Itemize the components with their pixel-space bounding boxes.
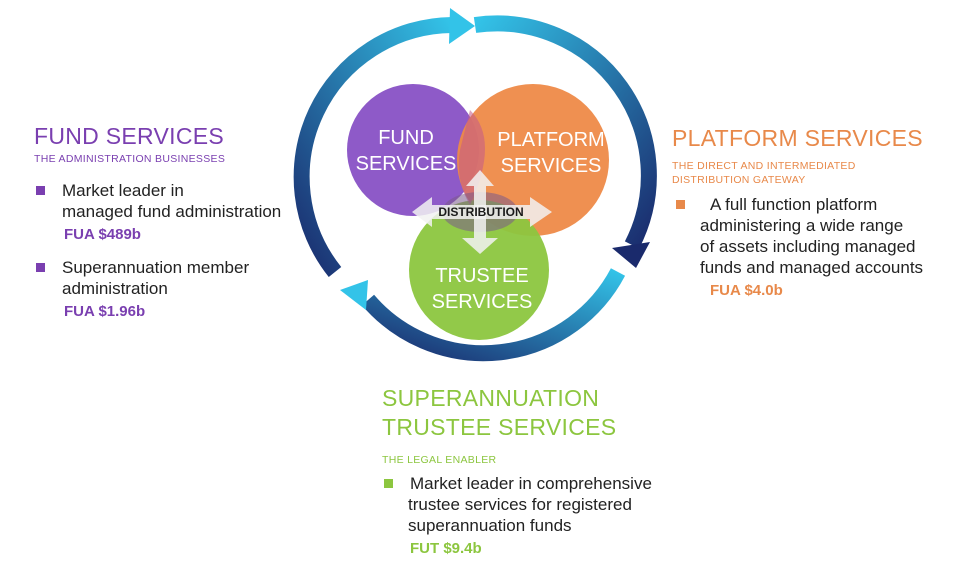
bullet-text-line2: administering a wide range: [700, 215, 904, 235]
distribution-label: DISTRIBUTION: [438, 205, 523, 219]
bullet-text-line1: Superannuation member: [62, 258, 250, 278]
bullet-square-icon: [36, 263, 45, 273]
cycle-arrow-right: [473, 15, 657, 268]
trustee-services-bullet: Market leader in comprehensive trustee s…: [382, 473, 722, 559]
cycle-arrow-bottom: [340, 268, 626, 362]
fund-services-bullet-1: Market leader in managed fund administra…: [34, 180, 324, 245]
platform-services-title: PLATFORM SERVICES: [672, 125, 923, 151]
fund-services-section: FUND SERVICES THE ADMINISTRATION BUSINES…: [34, 123, 324, 322]
trustee-circle-label-line1: TRUSTEE: [435, 265, 528, 287]
fund-services-metric-2: FUA $1.96b: [64, 303, 146, 321]
fund-services-bullet-2: Superannuation member administration FUA…: [34, 257, 324, 322]
bullet-square-icon: [36, 186, 45, 196]
platform-services-subtitle: THE DIRECT AND INTERMEDIATED DISTRIBUTIO…: [672, 159, 962, 187]
trustee-services-metric: FUT $9.4b: [410, 539, 482, 557]
fund-services-title: FUND SERVICES: [34, 123, 225, 149]
trustee-services-circle: [409, 200, 549, 340]
bullet-square-icon: [676, 199, 685, 209]
bullet-text-line1: Market leader in comprehensive: [410, 473, 652, 493]
platform-circle-label-line2: SERVICES: [501, 155, 602, 177]
fund-services-subtitle: THE ADMINISTRATION BUSINESSES: [34, 153, 226, 166]
trustee-services-title: SUPERANNUATION TRUSTEE SERVICES: [382, 385, 722, 441]
platform-services-section: PLATFORM SERVICES THE DIRECT AND INTERME…: [672, 125, 962, 301]
platform-circle-label-line1: PLATFORM: [497, 129, 604, 151]
bullet-text-line1: A full function platform: [710, 194, 878, 214]
platform-subtitle-line1: THE DIRECT AND INTERMEDIATED: [672, 160, 856, 173]
trustee-services-subtitle: THE LEGAL ENABLER: [382, 453, 497, 466]
cycle-arrow-top: [293, 8, 475, 277]
bullet-text-line4: funds and managed accounts: [700, 257, 924, 277]
trustee-circle-label-line2: SERVICES: [432, 291, 533, 313]
trustee-services-section: SUPERANNUATION TRUSTEE SERVICES THE LEGA…: [382, 385, 722, 559]
bullet-text-line3: of assets including managed: [700, 236, 916, 256]
platform-services-metric: FUA $4.0b: [710, 281, 783, 299]
distribution-arrows: [412, 170, 552, 254]
bullet-square-icon: [384, 478, 393, 488]
bullet-text-line1: Market leader in: [62, 181, 184, 201]
fund-circle-label-line1: FUND: [378, 127, 434, 149]
fund-services-metric-1: FUA $489b: [64, 226, 141, 244]
bullet-text-line3: superannuation funds: [408, 515, 572, 535]
bullet-text-line2: trustee services for registered: [408, 494, 632, 514]
fund-circle-label-line2: SERVICES: [356, 153, 457, 175]
trustee-title-line1: SUPERANNUATION: [382, 385, 600, 411]
bullet-text-line2: managed fund administration: [62, 202, 282, 222]
trustee-title-line2: TRUSTEE SERVICES: [382, 414, 617, 441]
platform-subtitle-line2: DISTRIBUTION GATEWAY: [672, 174, 806, 187]
platform-services-bullet: A full function platform administering a…: [672, 194, 962, 301]
fund-services-circle: [347, 84, 479, 216]
bullet-text-line2: administration: [62, 279, 168, 299]
